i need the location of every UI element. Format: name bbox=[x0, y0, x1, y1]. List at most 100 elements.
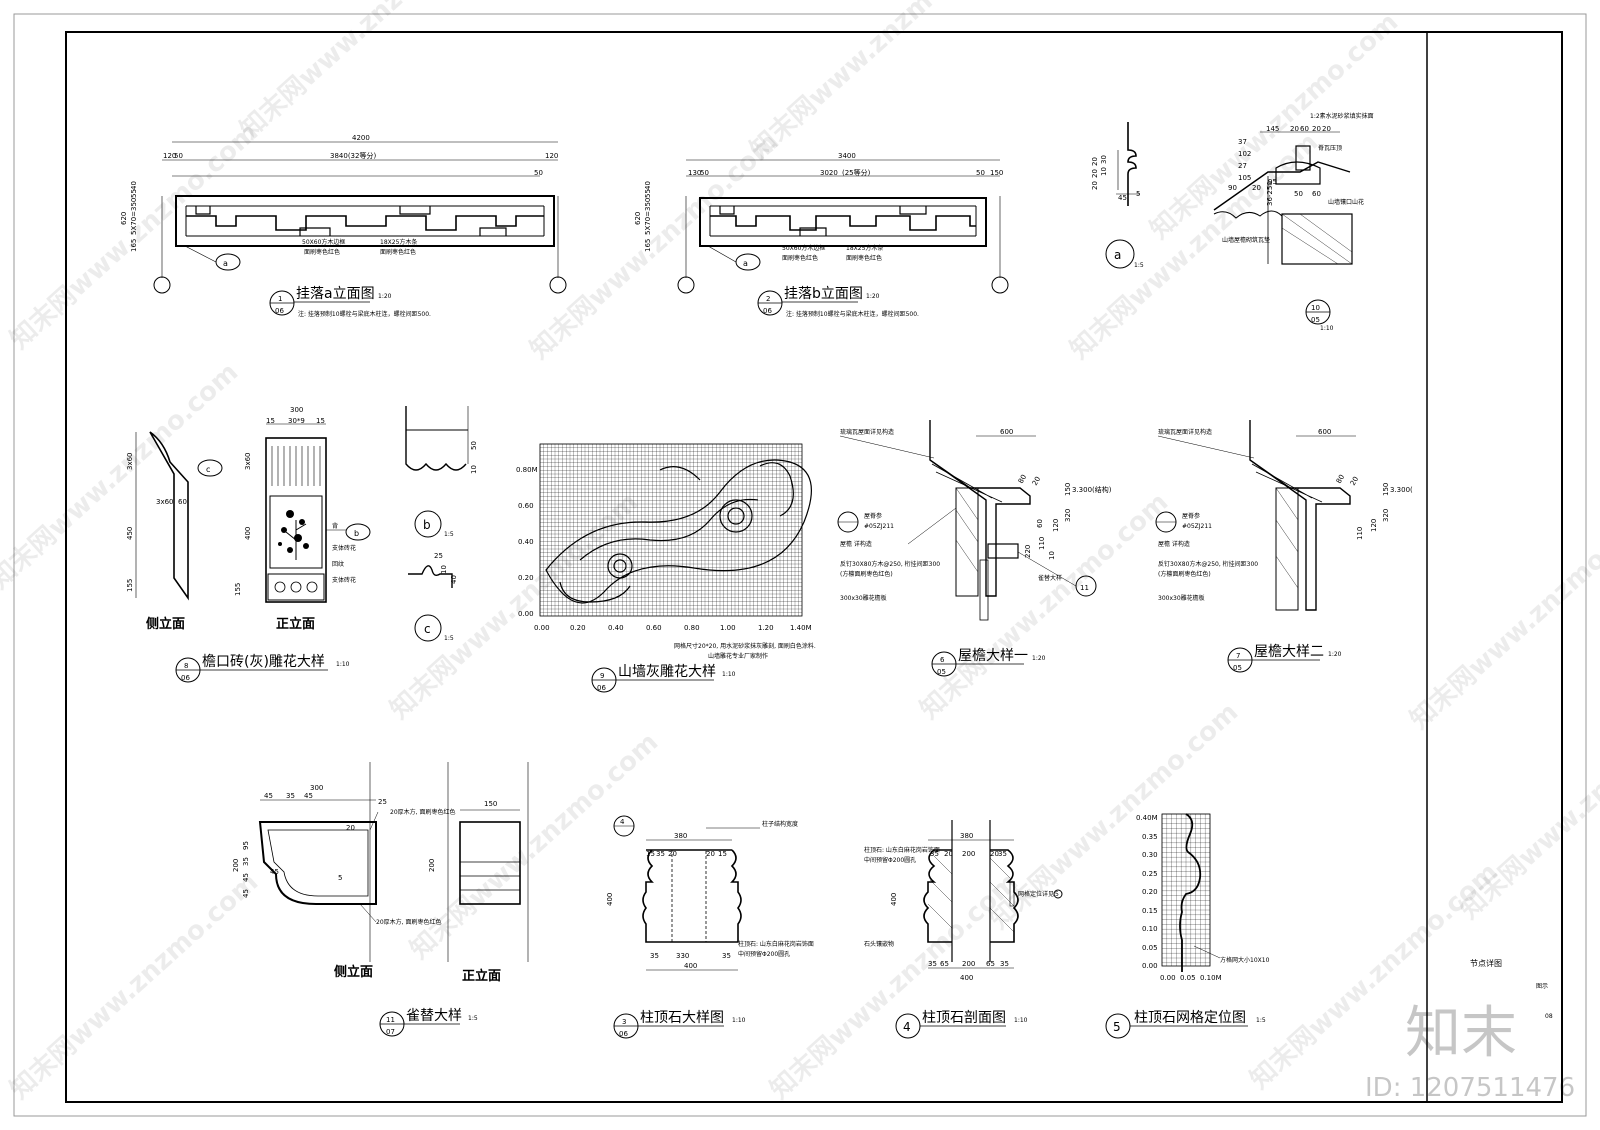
svg-text:25: 25 bbox=[434, 552, 443, 560]
svg-text:11: 11 bbox=[386, 1016, 395, 1024]
svg-text:山墙屋檐砌筑瓦垫: 山墙屋檐砌筑瓦垫 bbox=[1222, 236, 1270, 244]
svg-text:6: 6 bbox=[940, 656, 945, 664]
svg-text:95: 95 bbox=[1268, 178, 1277, 186]
svg-text:06: 06 bbox=[619, 1030, 628, 1038]
svg-text:05: 05 bbox=[1311, 316, 1320, 324]
svg-text:45: 45 bbox=[270, 868, 279, 876]
svg-text:200: 200 bbox=[428, 859, 436, 872]
svg-text:30: 30 bbox=[1100, 155, 1108, 164]
svg-text:0.10: 0.10 bbox=[1142, 925, 1158, 933]
svg-text:165: 165 bbox=[130, 239, 138, 252]
svg-text:620: 620 bbox=[120, 212, 128, 225]
svg-text:55: 55 bbox=[130, 189, 138, 198]
svg-text:15: 15 bbox=[718, 850, 727, 858]
svg-text:110: 110 bbox=[1356, 527, 1364, 540]
svg-text:15: 15 bbox=[646, 850, 655, 858]
svg-text:中间预留Φ200圆孔: 中间预留Φ200圆孔 bbox=[738, 950, 790, 958]
svg-text:0.40: 0.40 bbox=[608, 624, 624, 632]
svg-text:c: c bbox=[424, 622, 431, 636]
svg-text:200: 200 bbox=[232, 859, 240, 872]
svg-text:155: 155 bbox=[126, 579, 134, 592]
svg-text:600: 600 bbox=[1318, 428, 1331, 436]
svg-text:27: 27 bbox=[1238, 162, 1247, 170]
svg-text:0.25: 0.25 bbox=[1142, 870, 1158, 878]
detail-eave-one: 600 80 20 150 3.300(结构) 320 120 110 220 … bbox=[837, 420, 1112, 677]
svg-text:反钉30X80方木@250, 桁挂间距300: 反钉30X80方木@250, 桁挂间距300 bbox=[1158, 560, 1258, 568]
svg-text:600: 600 bbox=[1000, 428, 1013, 436]
svg-text:150: 150 bbox=[1064, 483, 1072, 496]
detail-b-scallop: 50 10 b 1:5 bbox=[405, 406, 478, 538]
svg-text:5X70=350: 5X70=350 bbox=[130, 198, 138, 235]
svg-text:柱顶石大样图: 柱顶石大样图 bbox=[640, 1010, 724, 1026]
svg-text:90: 90 bbox=[1228, 184, 1237, 192]
svg-text:37: 37 bbox=[1238, 138, 1247, 146]
svg-text:65: 65 bbox=[986, 960, 995, 968]
svg-text:柱顶石: 山东白麻花岗岩饰面: 柱顶石: 山东白麻花岗岩饰面 bbox=[738, 940, 814, 948]
svg-text:150: 150 bbox=[990, 169, 1003, 177]
svg-text:15: 15 bbox=[266, 417, 275, 425]
svg-text:屋脊参: 屋脊参 bbox=[1182, 512, 1200, 520]
svg-text:侧立面: 侧立面 bbox=[334, 964, 373, 980]
svg-text:300: 300 bbox=[290, 406, 303, 414]
detail-column-section: 380 35 35 20 200 20 400 35 65 200 65 35 … bbox=[864, 820, 1063, 1039]
column-grid-lines bbox=[1161, 813, 1211, 967]
image-id: ID: 1207511476 bbox=[1365, 1073, 1575, 1103]
watermark-text: 知末网www.znzmo.com bbox=[915, 487, 1175, 725]
svg-text:20: 20 bbox=[1091, 181, 1099, 190]
svg-text:10: 10 bbox=[440, 565, 448, 574]
svg-text:4200: 4200 bbox=[352, 134, 370, 142]
svg-text:1: 1 bbox=[278, 295, 282, 303]
svg-text:60: 60 bbox=[1036, 519, 1044, 528]
svg-text:屋檐大样一: 屋檐大样一 bbox=[958, 648, 1028, 664]
svg-text:b: b bbox=[423, 518, 431, 532]
svg-text:450: 450 bbox=[126, 527, 134, 540]
svg-text:220: 220 bbox=[1024, 545, 1032, 558]
svg-text:挂落a立面图: 挂落a立面图 bbox=[296, 286, 375, 302]
svg-text:注: 挂落预制10螺栓与梁底木柱连，螺栓间距500.: 注: 挂落预制10螺栓与梁底木柱连，螺栓间距500. bbox=[786, 310, 919, 318]
svg-text:50: 50 bbox=[1294, 190, 1303, 198]
svg-text:45: 45 bbox=[242, 873, 250, 882]
svg-text:200: 200 bbox=[962, 850, 975, 858]
svg-text:屋檐 详构造: 屋檐 详构造 bbox=[1158, 540, 1190, 548]
label-drawing: 图示 bbox=[1536, 983, 1548, 990]
svg-text:95: 95 bbox=[242, 841, 250, 850]
svg-text:18X25方木条: 18X25方木条 bbox=[380, 238, 417, 246]
svg-text:1:5: 1:5 bbox=[1134, 262, 1144, 269]
svg-text:145: 145 bbox=[1266, 125, 1279, 133]
svg-text:45: 45 bbox=[264, 792, 273, 800]
svg-text:620: 620 bbox=[634, 212, 642, 225]
svg-text:3x60: 3x60 bbox=[126, 452, 134, 470]
svg-text:琉璃瓦屋面详见构造: 琉璃瓦屋面详见构造 bbox=[1158, 428, 1212, 436]
svg-text:20: 20 bbox=[1252, 184, 1261, 192]
svg-text:1:10: 1:10 bbox=[336, 661, 350, 668]
svg-text:35: 35 bbox=[998, 850, 1007, 858]
svg-text:#05ZJ211: #05ZJ211 bbox=[864, 523, 894, 530]
svg-text:55: 55 bbox=[644, 189, 652, 198]
svg-text:石头镶嵌物: 石头镶嵌物 bbox=[864, 940, 894, 948]
svg-text:20: 20 bbox=[1031, 475, 1042, 487]
svg-text:支体砖花: 支体砖花 bbox=[332, 576, 356, 584]
svg-text:1:10: 1:10 bbox=[722, 671, 736, 678]
svg-text:105: 105 bbox=[1238, 174, 1251, 182]
svg-text:0.80: 0.80 bbox=[684, 624, 700, 632]
svg-text:注: 挂落预制10螺栓与梁底木柱连，螺栓间距500.: 注: 挂落预制10螺栓与梁底木柱连，螺栓间距500. bbox=[298, 310, 431, 318]
svg-text:120: 120 bbox=[1052, 519, 1060, 532]
svg-text:18X25方木条: 18X25方木条 bbox=[846, 244, 883, 252]
svg-text:柱顶石剖面图: 柱顶石剖面图 bbox=[922, 1010, 1006, 1026]
watermark-text: 知末网www.znzmo.com bbox=[745, 0, 1005, 165]
svg-text:60: 60 bbox=[178, 498, 187, 506]
svg-text:屋脊参: 屋脊参 bbox=[864, 512, 882, 520]
svg-text:35: 35 bbox=[930, 850, 939, 858]
svg-text:50X60方木边框: 50X60方木边框 bbox=[782, 244, 825, 252]
svg-text:侧立面: 侧立面 bbox=[146, 616, 185, 632]
svg-text:45: 45 bbox=[1118, 194, 1127, 202]
svg-text:山墙雕花专业厂家制作: 山墙雕花专业厂家制作 bbox=[708, 652, 768, 660]
svg-text:雀替大样: 雀替大样 bbox=[1038, 574, 1062, 582]
svg-text:(方檩面刷枣色红色): (方檩面刷枣色红色) bbox=[1158, 570, 1211, 578]
svg-text:(方檩面刷枣色红色): (方檩面刷枣色红色) bbox=[840, 570, 893, 578]
svg-text:1:5: 1:5 bbox=[468, 1015, 478, 1022]
svg-text:1:20: 1:20 bbox=[378, 293, 392, 300]
svg-text:20: 20 bbox=[1091, 157, 1099, 166]
title-block: 节点详图 图示 08 知末 ID: 1207511476 bbox=[1365, 958, 1575, 1103]
svg-text:3.300(: 3.300( bbox=[1390, 486, 1413, 494]
